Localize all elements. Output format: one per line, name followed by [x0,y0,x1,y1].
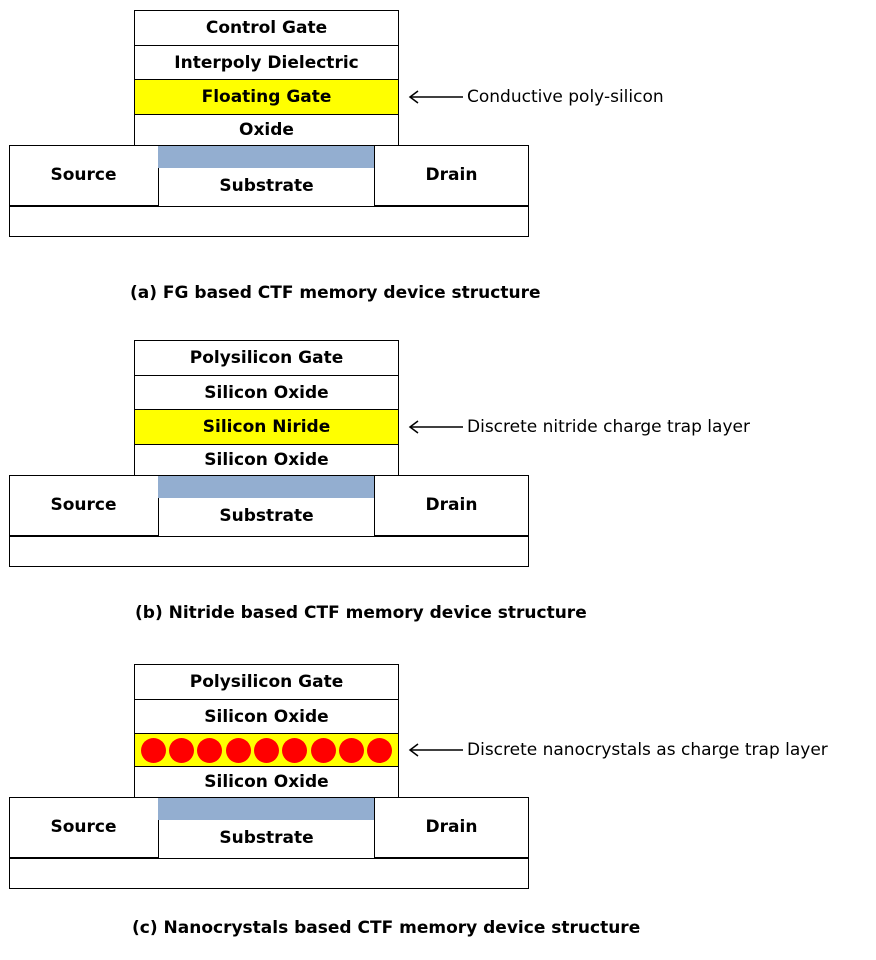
diagram-nanocrystal: Polysilicon Gate Silicon Oxide Silicon O… [0,650,876,960]
oxide-layer: Oxide [134,113,399,147]
nanocrystal-dot [367,737,393,763]
diagram-nitride: Polysilicon Gate Silicon Oxide Silicon N… [0,330,876,640]
interpoly-dielectric-layer: Interpoly Dielectric [134,44,399,81]
nanocrystal-dot [197,737,223,763]
silicon-oxide-layer-top: Silicon Oxide [134,374,399,411]
nanocrystal-dot [310,737,336,763]
floating-gate-layer: Floating Gate [134,79,399,115]
source-region: Source [8,796,159,858]
device-base: Source Substrate Drain [8,474,529,567]
silicon-oxide-layer-top: Silicon Oxide [134,698,399,735]
silicon-oxide-layer-bottom: Silicon Oxide [134,443,399,477]
substrate-divider [10,206,528,207]
silicon-nitride-layer: Silicon Niride [134,409,399,445]
nanocrystal-dot [225,737,251,763]
left-arrow-icon [408,420,463,434]
substrate-label: Substrate [219,176,314,196]
nanocrystal-dot [168,737,194,763]
device-base: Source Substrate Drain [8,144,529,237]
drain-region: Drain [374,796,529,858]
diagram-caption: (b) Nitride based CTF memory device stru… [135,603,587,623]
polysilicon-gate-layer: Polysilicon Gate [134,340,399,376]
annotation-label: Discrete nitride charge trap layer [467,417,750,437]
drain-region: Drain [374,144,529,206]
substrate-label: Substrate [219,828,314,848]
nanocrystal-dot [282,737,308,763]
channel-region [158,146,375,168]
drain-region: Drain [374,474,529,536]
diagram-fg: Control Gate Interpoly Dielectric Floati… [0,0,876,310]
diagram-caption: (c) Nanocrystals based CTF memory device… [132,918,641,938]
nanocrystal-dot [140,737,166,763]
device-base: Source Substrate Drain [8,796,529,889]
channel-region [158,476,375,498]
control-gate-layer: Control Gate [134,10,399,46]
substrate-divider [10,858,528,859]
channel-region [158,798,375,820]
polysilicon-gate-layer: Polysilicon Gate [134,664,399,700]
nanocrystal-dot [253,737,279,763]
left-arrow-icon [408,90,463,104]
annotation-label: Conductive poly-silicon [467,87,664,107]
nanocrystal-trap-layer [134,733,399,767]
substrate-divider [10,536,528,537]
substrate-label: Substrate [219,506,314,526]
source-region: Source [8,144,159,206]
silicon-oxide-layer-bottom: Silicon Oxide [134,765,399,799]
left-arrow-icon [408,743,463,757]
diagram-caption: (a) FG based CTF memory device structure [130,283,541,303]
annotation-label: Discrete nanocrystals as charge trap lay… [467,740,828,760]
source-region: Source [8,474,159,536]
nanocrystal-dot [338,737,364,763]
